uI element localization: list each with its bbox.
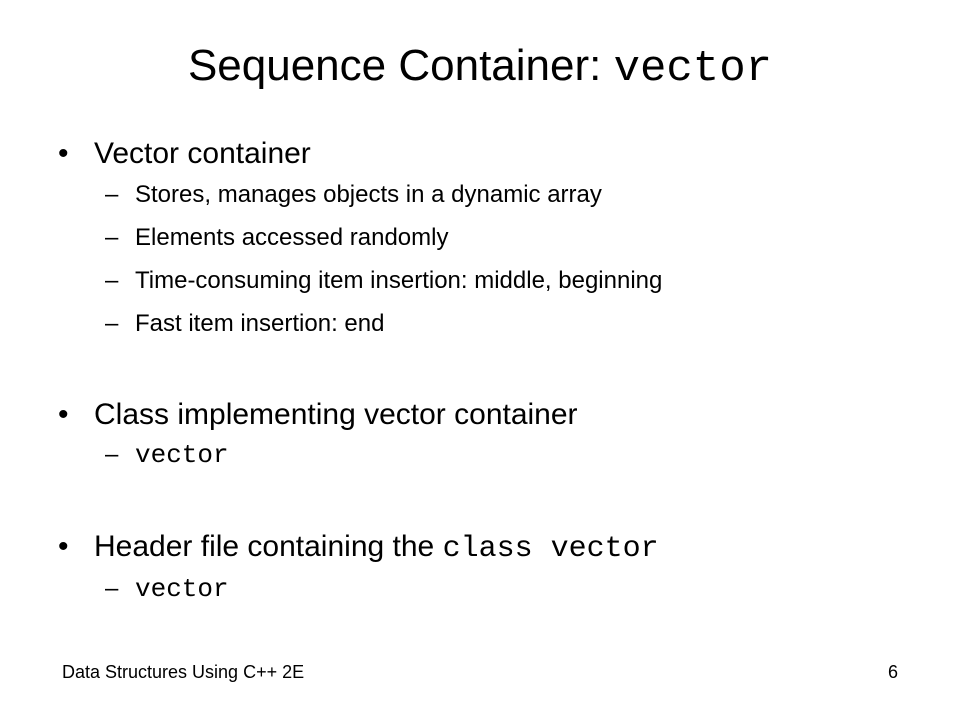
sub-bullet: –Stores, manages objects in a dynamic ar… [105, 180, 602, 210]
dash-mark: – [105, 224, 119, 251]
sub-bullet-text: Stores, manages objects in a dynamic arr… [135, 181, 602, 208]
dash-mark: – [105, 575, 119, 602]
code-text: vector [135, 440, 229, 470]
footer-book-title: Data Structures Using C++ 2E [62, 662, 305, 682]
bullet-text: Header file containing the [94, 530, 443, 563]
bullet-class-implementing: • Class implementing vector container [58, 397, 578, 433]
dash-mark: – [105, 441, 119, 468]
sub-bullet: –Elements accessed randomly [105, 223, 448, 253]
bullet-code: class vector [442, 532, 659, 566]
dash-mark: – [105, 267, 119, 294]
sub-bullet-text: Fast item insertion: end [135, 310, 385, 337]
slide-title: Sequence Container: vector [0, 36, 960, 99]
bullet-text: Class implementing vector container [94, 398, 578, 431]
sub-bullet-text: Elements accessed randomly [135, 224, 449, 251]
sub-bullet-code: –vector [105, 440, 229, 470]
bullet-header-file: • Header file containing the class vector [58, 529, 659, 567]
bullet-mark: • [58, 530, 69, 563]
title-code: vector [613, 44, 773, 94]
sub-bullet: –Fast item insertion: end [105, 309, 384, 339]
bullet-mark: • [58, 398, 69, 431]
bullet-vector-container: • Vector container [58, 136, 311, 172]
bullet-text: Vector container [94, 137, 311, 170]
dash-mark: – [105, 310, 119, 337]
code-text: vector [135, 574, 229, 604]
dash-mark: – [105, 181, 119, 208]
sub-bullet-text: Time-consuming item insertion: middle, b… [135, 267, 663, 294]
page-number: 6 [887, 662, 898, 682]
sub-bullet: –Time-consuming item insertion: middle, … [105, 266, 662, 296]
title-text: Sequence Container: [187, 41, 614, 90]
bullet-mark: • [58, 137, 69, 170]
sub-bullet-code: –vector [105, 574, 229, 604]
